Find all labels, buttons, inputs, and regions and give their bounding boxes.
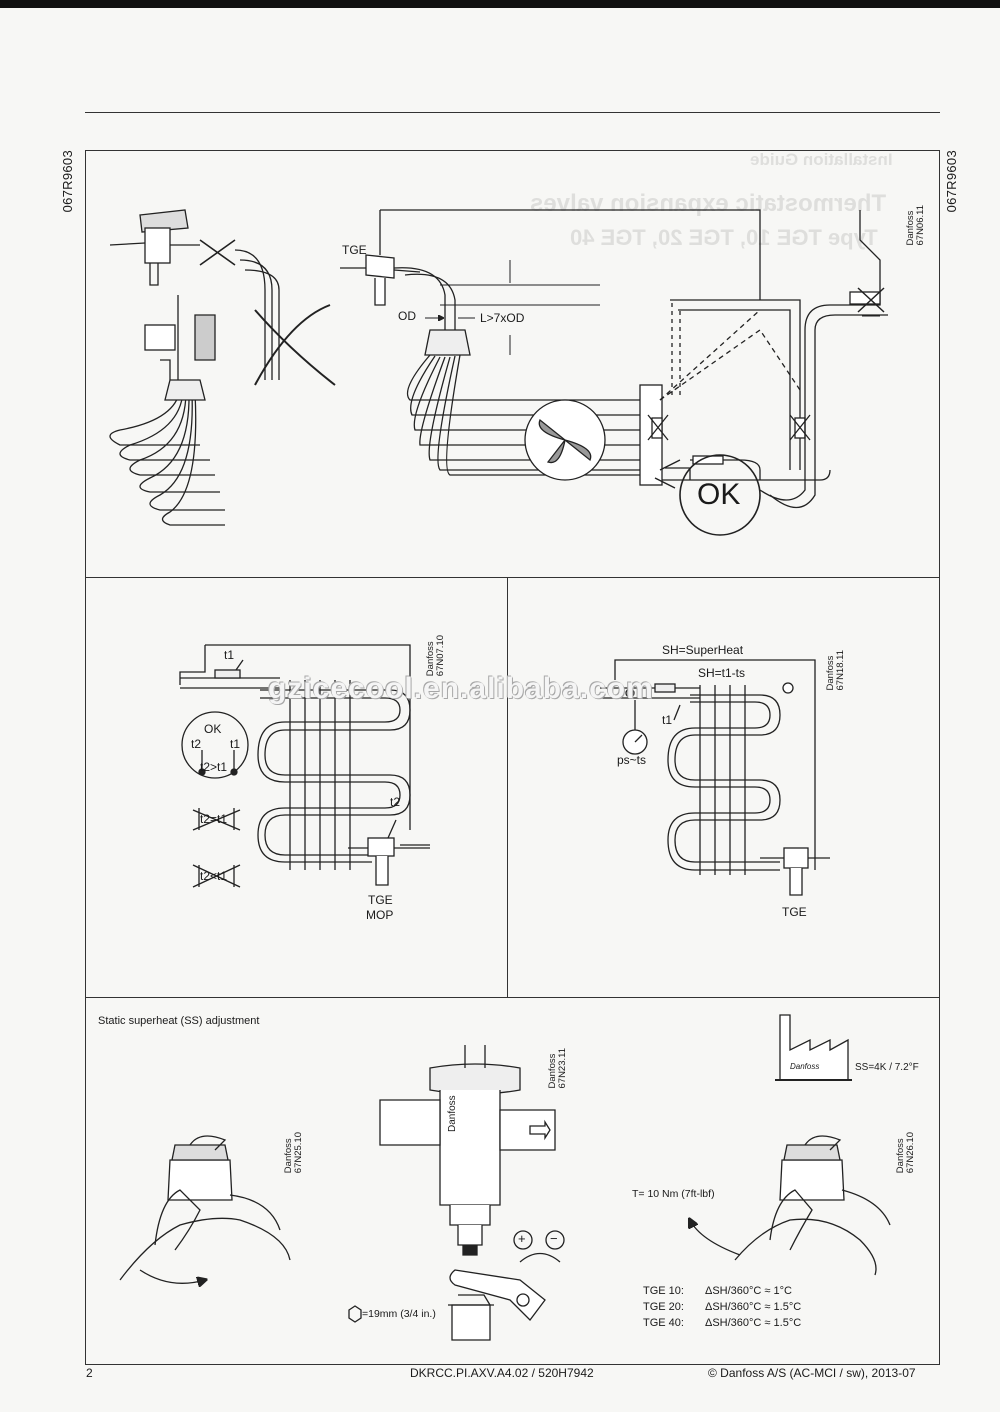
mop-label: MOP (366, 908, 394, 922)
t2-label-ml: t2 (191, 737, 202, 751)
t1-label-ml: t1 (224, 648, 235, 662)
tge-label-top: TGE (342, 243, 367, 257)
tge-valve-top (340, 209, 761, 356)
divider-vertical (507, 577, 508, 997)
mid-right-coil (667, 685, 781, 875)
mid-left-coil (257, 680, 411, 870)
ref-67n25: Danfoss 67N25.10 (283, 1132, 304, 1174)
value: ΔSH/360°C ≈ 1°C (705, 1285, 792, 1297)
watermark: gzicecool.en.alibaba.com (268, 672, 654, 705)
model: TGE 40: (643, 1317, 684, 1329)
cmp-greater: t2>t1 (200, 760, 228, 774)
superheat-table: TGE 10: ΔSH/360°C ≈ 1°C TGE 20: ΔSH/360°… (643, 1283, 801, 1331)
sh-title: SH=SuperHeat (662, 643, 744, 657)
table-row: TGE 40: ΔSH/360°C ≈ 1.5°C (643, 1315, 801, 1331)
value: ΔSH/360°C ≈ 1.5°C (705, 1317, 802, 1329)
ps-label: ps~ts (617, 753, 647, 767)
divider-top (85, 577, 940, 578)
document-code: DKRCC.PI.AXV.A4.02 / 520H7942 (410, 1366, 594, 1380)
hex-size: =19mm (3/4 in.) (362, 1308, 436, 1320)
divider-bottom (85, 997, 940, 998)
suction-lines (647, 299, 831, 489)
model: TGE 10: (643, 1285, 684, 1297)
scan-top-edge (0, 0, 1000, 8)
ref-67n26: Danfoss 67N26.10 (895, 1132, 916, 1174)
torque-label: T= 10 Nm (7ft-lbf) (632, 1188, 715, 1200)
value: ΔSH/360°C ≈ 1.5°C (705, 1301, 802, 1313)
table-row: TGE 10: ΔSH/360°C ≈ 1°C (643, 1283, 801, 1299)
model: TGE 20: (643, 1301, 684, 1313)
factory-icon (775, 1014, 852, 1081)
valve-incorrect-2 (144, 295, 216, 390)
tge-label-mr: TGE (782, 905, 807, 919)
header-rule (85, 112, 940, 113)
od-label: OD (398, 309, 416, 323)
valve-brand: Danfoss (447, 1095, 458, 1132)
factory-brand: Danfoss (790, 1062, 820, 1071)
sh-formula: SH=t1-ts (698, 666, 746, 680)
left-coil (109, 379, 225, 526)
cmp-equal: t2=t1 (200, 812, 228, 826)
ok-label-ml: OK (204, 722, 222, 736)
outer-frame (85, 150, 940, 1365)
od-dimension (425, 260, 600, 355)
copyright: © Danfoss A/S (AC-MCI / sw), 2013-07 (708, 1366, 916, 1380)
length-label: L>7xOD (480, 311, 525, 325)
fan (524, 399, 606, 481)
valve-incorrect-1 (109, 209, 236, 286)
adjust-valve (379, 1045, 556, 1256)
ref-67n23: Danfoss 67N23.11 (547, 1048, 568, 1089)
ok-circle (679, 454, 761, 536)
page-number: 2 (86, 1366, 93, 1380)
ss-value: SS=4K / 7.2°F (855, 1062, 919, 1073)
t1-label-mr: t1 (662, 713, 673, 727)
tge-label-ml: TGE (368, 893, 393, 907)
ok-label-top: OK (697, 478, 741, 511)
right-hand-wrench (690, 1135, 891, 1276)
ss-adjust-title: Static superheat (SS) adjustment (98, 1015, 260, 1027)
t2-bulb-label: t2 (390, 795, 401, 809)
minus-sign: − (550, 1231, 558, 1246)
table-row: TGE 20: ΔSH/360°C ≈ 1.5°C (643, 1299, 801, 1315)
cmp-less: t2<t1 (200, 869, 228, 883)
right-loop (759, 210, 888, 509)
center-coil (406, 354, 663, 486)
left-hand-wrench (119, 1135, 291, 1283)
t1b-label-ml: t1 (230, 737, 241, 751)
plus-sign: + (518, 1231, 526, 1246)
